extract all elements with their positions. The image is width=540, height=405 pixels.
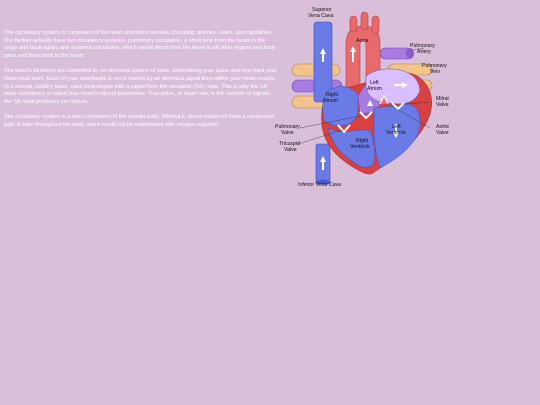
- label-left-atrium-1: Left: [370, 80, 379, 86]
- label-right-atrium-1: Right: [326, 92, 339, 98]
- label-pulmonary-valve-2: Valve: [281, 130, 294, 136]
- label-inferior-vena-cava: Inferior Vena Cava: [298, 182, 341, 188]
- label-right-ventricle-1: Right: [356, 138, 369, 144]
- label-left-atrium-2: Atrium: [367, 86, 382, 92]
- label-pulmonary-vein-2: Vein: [430, 69, 440, 75]
- label-pulmonary-valve-1: Pulmonary: [275, 124, 300, 130]
- tricuspid-valve-icon: [337, 124, 351, 134]
- left-atrium: [365, 68, 421, 105]
- label-aorta: Aorta: [356, 38, 369, 44]
- right-ventricle: [327, 127, 375, 168]
- leader-lines: [297, 47, 432, 145]
- valves: [337, 94, 405, 134]
- arrow-up-icon: [320, 48, 326, 54]
- paragraph-importance: The circulatory system is a vital compon…: [4, 114, 275, 128]
- left-ventricle: [373, 103, 421, 169]
- right-atrium: [322, 85, 359, 127]
- label-mitral-valve-1: Mitral: [436, 96, 449, 102]
- label-aortic-valve-1: Aortic: [436, 124, 450, 130]
- arrow-down-icon: [393, 132, 399, 138]
- aortic-valve-icon: [379, 94, 389, 105]
- label-left-ventricle-1: Left: [392, 124, 401, 130]
- label-superior-vena-cava-1: Superior: [312, 7, 332, 13]
- arrow-up-icon: [367, 100, 373, 106]
- label-tricuspid-valve-2: Valve: [284, 147, 297, 153]
- pulmonary-valve-icon: [359, 111, 373, 120]
- label-pulmonary-artery-1: Pulmonary: [410, 43, 435, 49]
- label-right-atrium-2: Atrium: [323, 98, 338, 104]
- arrow-up-icon: [350, 46, 356, 52]
- label-right-ventricle-2: Ventricle: [350, 144, 370, 150]
- label-tricuspid-valve-1: Tricuspid: [279, 141, 300, 147]
- heart-diagram: Superior Vena Cava Aorta Pulmonary Arter…: [275, 7, 450, 188]
- label-superior-vena-cava-2: Vena Cava: [308, 13, 333, 19]
- flow-arrows: [320, 46, 408, 170]
- arrow-up-icon: [320, 156, 326, 162]
- mitral-valve-icon: [391, 102, 405, 111]
- arrow-right-icon: [402, 82, 408, 88]
- label-mitral-valve-2: Valve: [436, 102, 449, 108]
- label-aortic-valve-2: Valve: [436, 130, 449, 136]
- label-pulmonary-artery-2: Artery: [417, 49, 431, 55]
- text-column: The circulatory system is composed of th…: [4, 30, 278, 138]
- paragraph-electrical: The heart's functions are controlled by …: [4, 68, 277, 105]
- paragraph-intro: The circulatory system is composed of th…: [4, 30, 276, 59]
- label-pulmonary-vein-1: Pulmonary: [422, 63, 447, 69]
- label-left-ventricle-2: Ventricle: [386, 130, 406, 136]
